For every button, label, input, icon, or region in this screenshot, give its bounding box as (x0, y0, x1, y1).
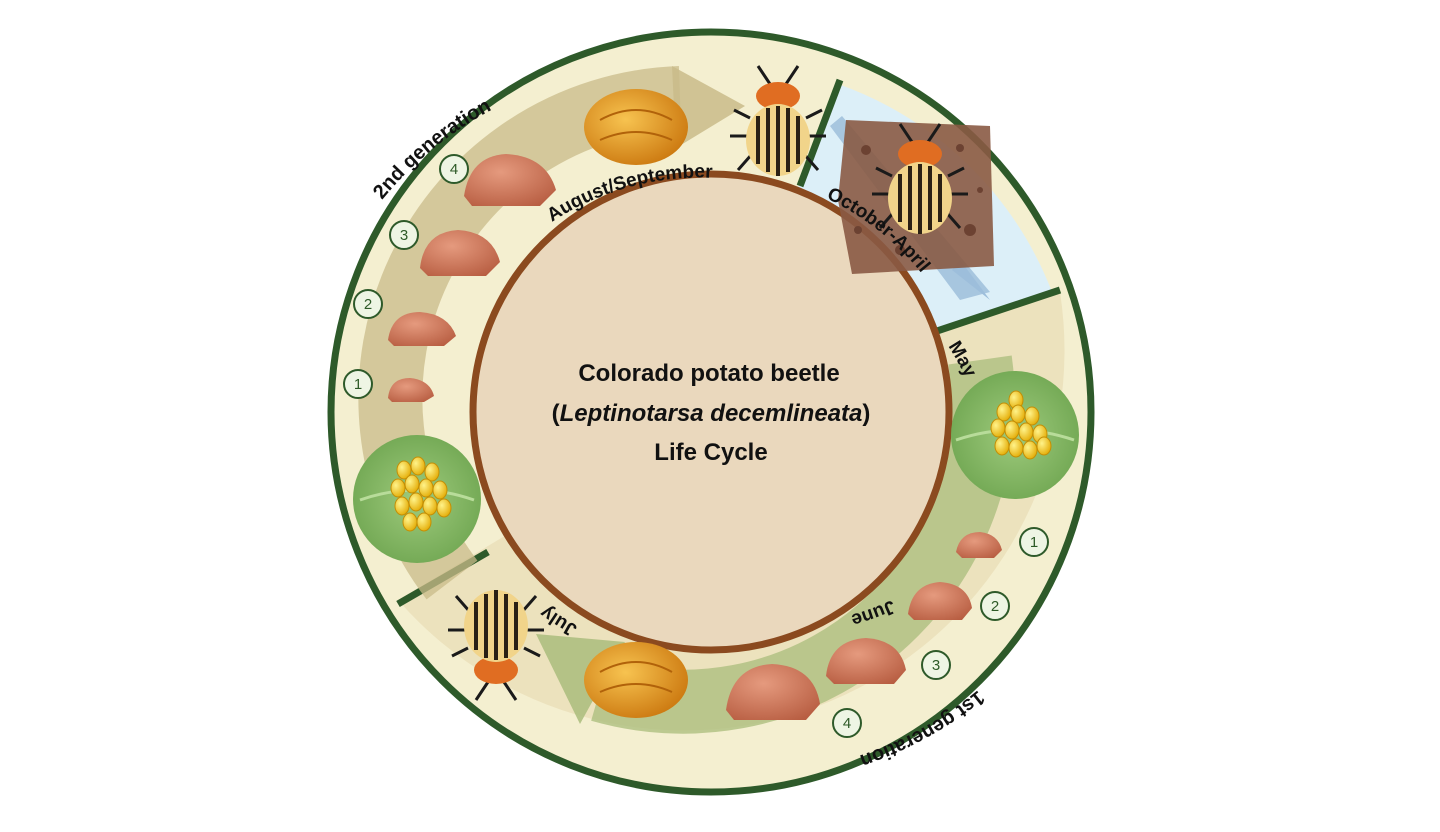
divider-aug-oct (796, 78, 844, 188)
stage-number: 1 (1030, 534, 1038, 551)
pupa-first-gen (584, 642, 688, 718)
pupa-icon (584, 642, 688, 718)
larva-icon (826, 638, 906, 684)
larvae-first-gen (726, 532, 1002, 720)
egg-cluster-first-gen (951, 371, 1079, 499)
title-line-1: Colorado potato beetle (578, 360, 839, 387)
stage-number: 2 (364, 296, 372, 313)
winter-arrowhead (952, 260, 990, 300)
larva-icon (908, 582, 972, 620)
beetle-icon (872, 123, 968, 234)
stage-badges-second-gen: 1 2 3 4 (343, 154, 469, 399)
adult-beetle-july (448, 590, 544, 701)
beetle-icon (730, 65, 826, 176)
pupa-second-gen (584, 89, 688, 165)
title-line-3: Life Cycle (654, 439, 767, 466)
larva-icon (956, 532, 1002, 558)
stage-number: 2 (991, 598, 999, 615)
title-line-2: (Leptinotarsa decemlineata) (552, 400, 871, 427)
larva-icon (388, 378, 434, 402)
second-gen-arrowhead (672, 66, 745, 148)
larva-icon (464, 154, 556, 206)
adult-beetle-aug-sep (730, 65, 826, 176)
larva-icon (388, 312, 456, 346)
stage-number: 4 (843, 715, 851, 732)
egg-cluster-second-gen (353, 435, 481, 563)
beetle-icon (448, 590, 544, 701)
stage-number: 1 (354, 376, 362, 393)
stage-number: 3 (932, 657, 940, 674)
center-title: Colorado potato beetle (Leptinotarsa dec… (552, 360, 871, 466)
scientific-name: Leptinotarsa decemlineata (560, 400, 863, 427)
stage-number: 4 (450, 161, 458, 178)
adult-beetle-overwinter (872, 123, 968, 234)
larva-icon (726, 664, 820, 720)
pupa-icon (584, 89, 688, 165)
inner-disk (469, 170, 953, 654)
stage-number: 3 (400, 227, 408, 244)
larva-icon (420, 230, 500, 276)
larvae-second-gen (388, 154, 556, 402)
stage-badges-first-gen: 1 2 3 4 (832, 527, 1049, 738)
eggs-icon (390, 456, 452, 532)
eggs-icon (990, 390, 1052, 460)
divider-apr-may (932, 286, 1062, 336)
